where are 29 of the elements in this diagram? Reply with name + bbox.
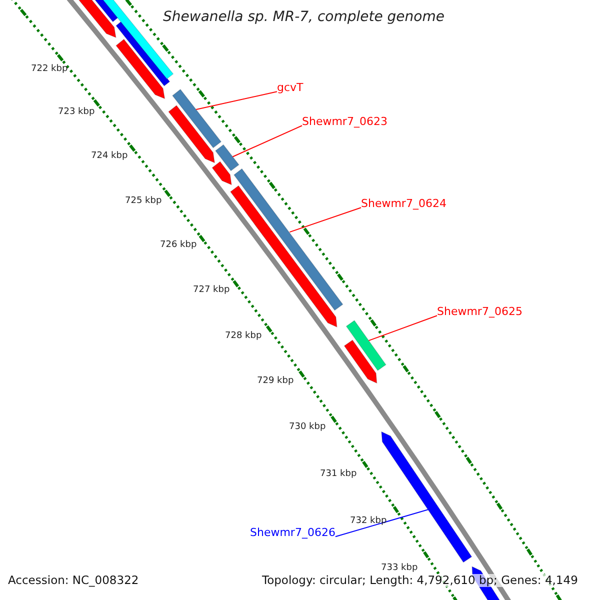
position-label: 724 kbp <box>91 151 128 162</box>
position-label: 728 kbp <box>225 331 262 342</box>
position-label: 727 kbp <box>193 285 230 296</box>
position-label: 731 kbp <box>320 469 357 480</box>
position-label: 732 kbp <box>350 516 387 526</box>
gene-bar <box>346 320 386 372</box>
position-label: 722 kbp <box>31 64 68 74</box>
info-text: Topology: circular; Length: 4,792,610 bp; Genes: 4,149 <box>262 574 578 588</box>
leader-line <box>232 125 302 158</box>
gene-label: Shewmr7_0626 <box>250 527 336 540</box>
position-label: 726 kbp <box>160 240 197 250</box>
map-title: Shewanella sp. MR-7, complete genome <box>163 9 444 26</box>
gene-label: Shewmr7_0624 <box>361 198 446 211</box>
leader-line <box>289 207 362 233</box>
gene-bar <box>172 88 222 148</box>
gene-bar <box>233 168 344 311</box>
position-label: 725 kbp <box>125 196 162 206</box>
position-label: 733 kbp <box>381 563 418 574</box>
leader-line <box>368 315 438 342</box>
position-label: 730 kbp <box>289 422 326 432</box>
info-text: Accession: NC_008322 <box>8 574 139 588</box>
gene-label: gcvT <box>277 82 304 95</box>
gene-bar <box>214 144 240 172</box>
gene-label: Shewmr7_0623 <box>302 116 388 129</box>
gene-label: Shewmr7_0625 <box>437 306 522 319</box>
leader-line <box>196 91 278 110</box>
position-label: 729 kbp <box>257 376 294 386</box>
leader-line <box>334 508 429 538</box>
position-label: 723 kbp <box>58 107 95 118</box>
